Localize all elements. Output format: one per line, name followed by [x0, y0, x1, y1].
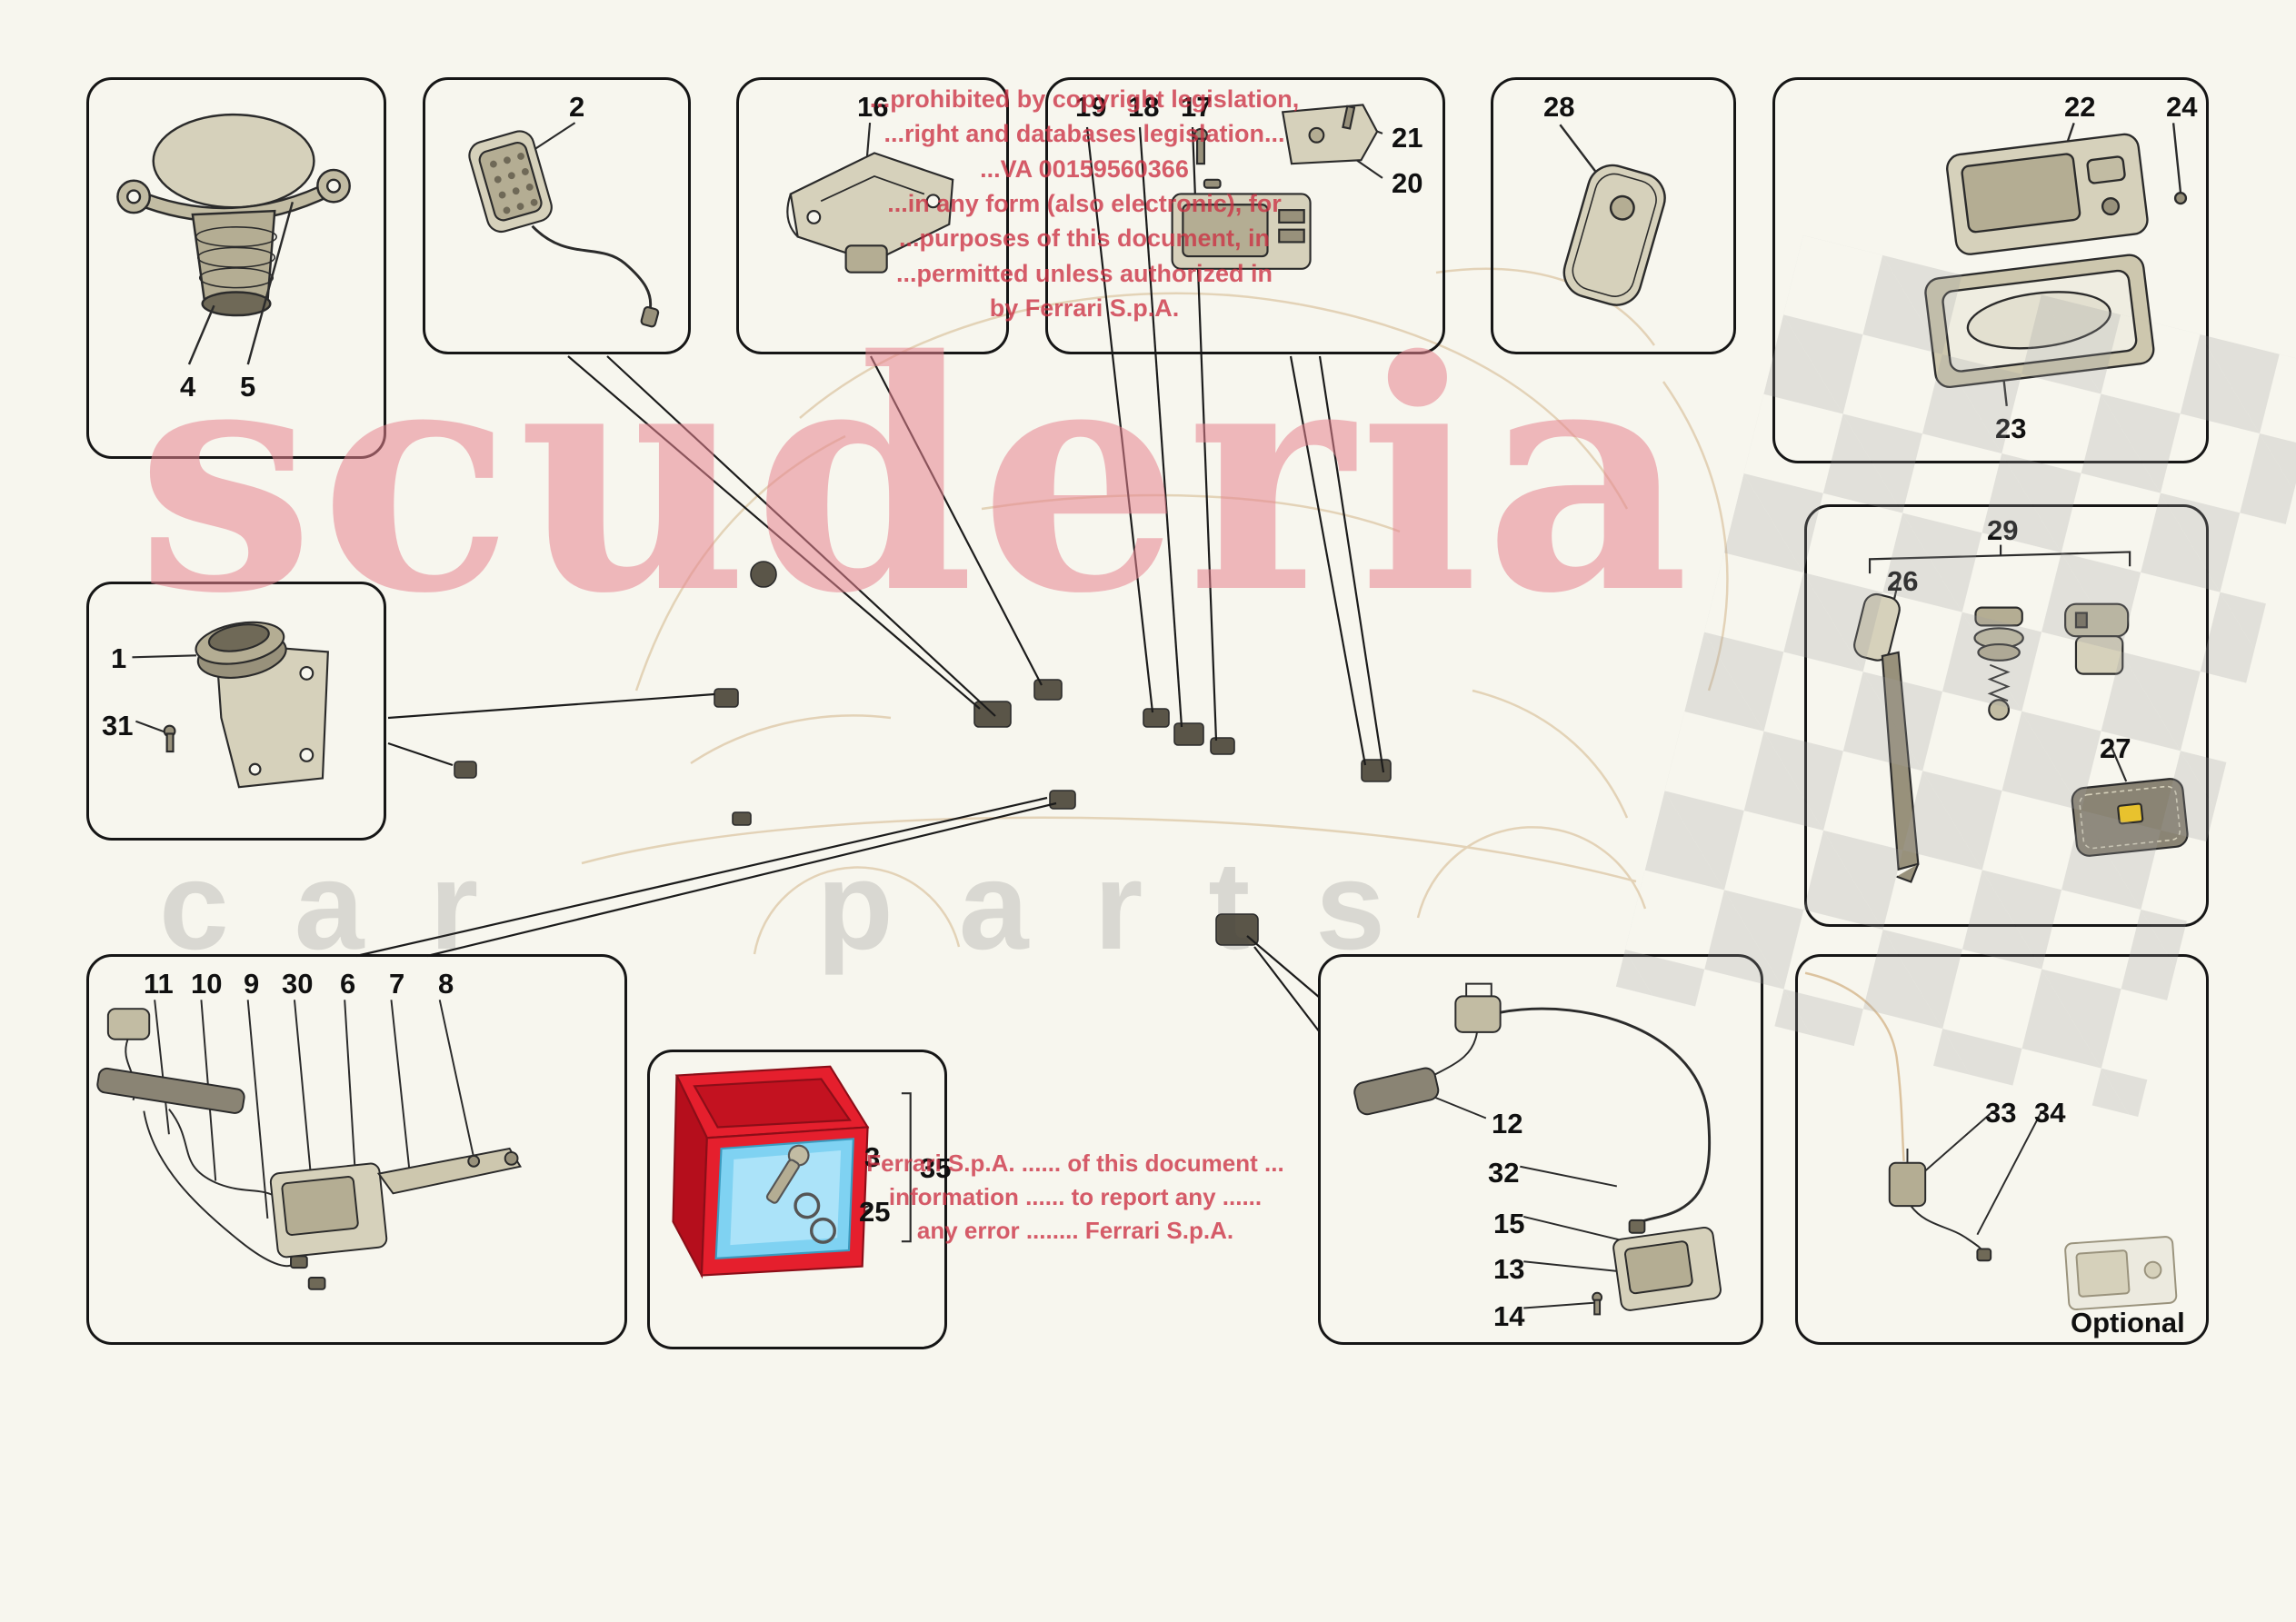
- panel-tilt-sensor: 1 31: [86, 582, 386, 841]
- callout-9: 9: [244, 968, 260, 1000]
- control-unit-drawing: [1171, 104, 1383, 270]
- module-sketch: [1049, 790, 1076, 810]
- panel-locks: 29 26 27: [1804, 504, 2209, 927]
- callout-32: 32: [1488, 1157, 1520, 1189]
- module-sketch: [1210, 737, 1235, 755]
- module-sketch: [1143, 708, 1170, 728]
- in-car-components: [454, 561, 1392, 946]
- grommet-sketch: [750, 561, 777, 588]
- panel-harness-module: 12 32 15 13 14: [1318, 954, 1763, 1345]
- callout-26: 26: [1887, 565, 1919, 597]
- panel-card-key: 22 24 23: [1772, 77, 2209, 463]
- bracket-drawing: [786, 123, 954, 274]
- optional-label: Optional: [2071, 1307, 2185, 1338]
- callout-11: 11: [144, 968, 174, 1000]
- callout-14: 14: [1493, 1300, 1525, 1332]
- callout-20: 20: [1392, 167, 1423, 199]
- panel-gift-box: 3 25 35: [647, 1050, 951, 1349]
- callout-24: 24: [2166, 91, 2198, 123]
- callout-17: 17: [1181, 91, 1213, 123]
- alarm-siren-drawing: [116, 113, 351, 365]
- callout-33: 33: [1985, 1097, 2017, 1129]
- callout-12: 12: [1492, 1108, 1523, 1139]
- callout-3: 3: [864, 1141, 881, 1173]
- connector-sketch: [454, 761, 477, 779]
- module-sketch: [1361, 759, 1392, 782]
- locks-drawing: [1853, 544, 2189, 883]
- optional-modules-drawing: [1804, 971, 2178, 1311]
- callout-5: 5: [240, 371, 256, 403]
- callout-8: 8: [438, 968, 454, 1000]
- callout-6: 6: [340, 968, 356, 1000]
- callout-21: 21: [1392, 122, 1423, 154]
- callout-7: 7: [389, 968, 405, 1000]
- callout-25: 25: [859, 1196, 891, 1228]
- panel-optional: 33 34 Optional: [1795, 954, 2209, 1345]
- callout-35: 35: [920, 1152, 952, 1184]
- tilt-sensor-drawing: [132, 621, 329, 789]
- sensor-drawing: [468, 122, 660, 328]
- antenna-harness-drawing: [96, 1000, 523, 1290]
- panel-antenna-harness: 11 10 9 30 6 7 8: [86, 954, 627, 1345]
- card-key-drawing: [1924, 122, 2188, 406]
- harness-module-drawing: [1353, 982, 1722, 1316]
- callout-18: 18: [1128, 91, 1160, 123]
- callout-27: 27: [2100, 732, 2131, 764]
- callout-19: 19: [1075, 91, 1107, 123]
- connector-sketch: [732, 811, 752, 826]
- callout-28: 28: [1543, 91, 1575, 123]
- panel-bracket: 16: [736, 77, 1009, 354]
- callout-23: 23: [1995, 413, 2027, 444]
- callout-2: 2: [569, 91, 585, 123]
- callout-34: 34: [2034, 1097, 2066, 1129]
- module-sketch: [1173, 722, 1204, 746]
- callout-30: 30: [282, 968, 314, 1000]
- module-sketch: [1033, 679, 1063, 701]
- callout-15: 15: [1493, 1208, 1525, 1239]
- callout-31: 31: [102, 710, 134, 741]
- connector-sketch: [714, 688, 739, 708]
- gift-box-drawing: [672, 1065, 912, 1279]
- callout-13: 13: [1493, 1253, 1525, 1285]
- car-outline-sketch: [581, 267, 1729, 955]
- callout-1: 1: [111, 642, 127, 674]
- callout-16: 16: [857, 91, 889, 123]
- callout-29: 29: [1987, 514, 2019, 546]
- key-remote-drawing: [1559, 124, 1666, 306]
- panel-control-unit: 19 18 17 21 20: [1045, 77, 1445, 354]
- panel-alarm-siren: 4 5: [86, 77, 386, 459]
- callout-10: 10: [191, 968, 223, 1000]
- panel-sensor: 2: [423, 77, 691, 354]
- callout-4: 4: [180, 371, 196, 403]
- panel-key-remote: 28: [1491, 77, 1736, 354]
- callout-22: 22: [2064, 91, 2096, 123]
